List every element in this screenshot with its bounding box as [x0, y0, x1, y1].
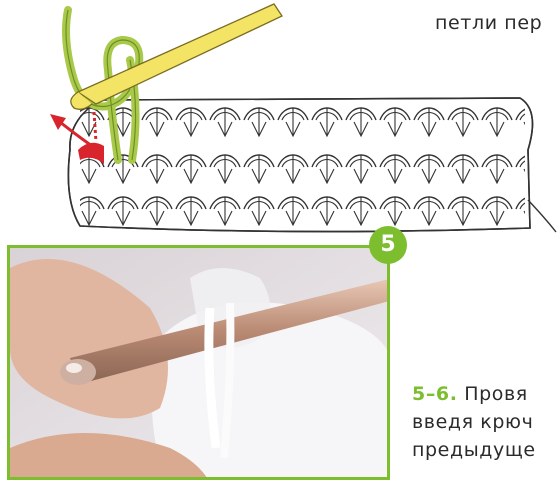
step-number-badge: 5	[369, 226, 407, 264]
crochet-hook-drawing	[71, 4, 282, 109]
crochet-stitch-diagram	[0, 0, 558, 245]
caption-line-1-text: Провя	[458, 383, 528, 405]
caption-line-3: предыдуще	[412, 436, 558, 464]
photo-hook-in-fabric	[10, 248, 390, 480]
crochet-fabric	[68, 98, 556, 232]
caption-line-2: введя крюч	[412, 408, 558, 436]
caption-step-number: 5–6.	[412, 383, 458, 405]
step-caption: 5–6. Провя введя крюч предыдуще	[412, 380, 558, 464]
instruction-text-top: петли пер	[435, 12, 542, 34]
step-photo	[7, 245, 390, 480]
caption-line-1: 5–6. Провя	[412, 380, 558, 408]
